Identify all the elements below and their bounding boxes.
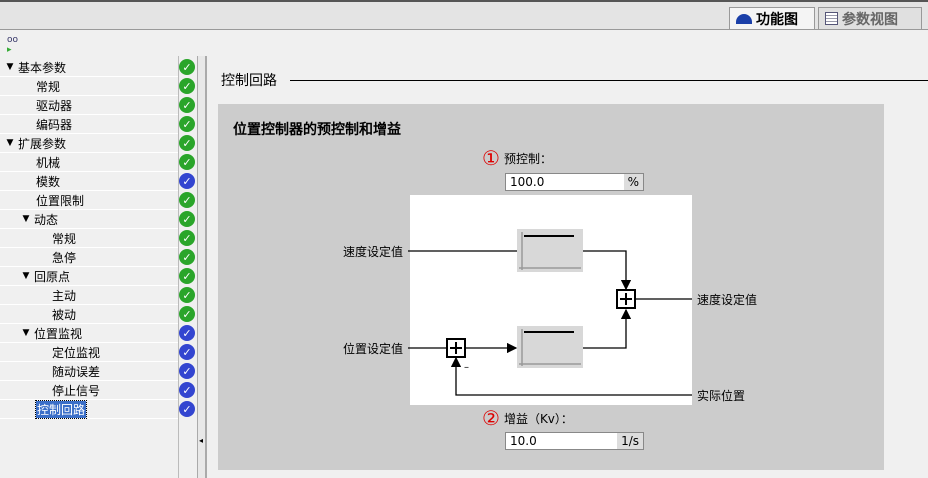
parameter-view-icon bbox=[825, 12, 838, 25]
sidebar-item[interactable]: 驱动器 bbox=[0, 96, 178, 115]
expand-arrow-icon[interactable]: ▼ bbox=[6, 62, 14, 72]
sidebar-item-label: 定位监视 bbox=[52, 345, 101, 360]
sidebar-item[interactable]: 主动 bbox=[0, 286, 178, 305]
status-column-divider bbox=[178, 56, 179, 478]
status-check-icon: ✓ bbox=[179, 116, 195, 132]
status-check-icon: ✓ bbox=[179, 154, 195, 170]
status-check-icon: ✓ bbox=[179, 325, 195, 341]
sidebar-item[interactable]: 位置限制 bbox=[0, 191, 178, 210]
sidebar-item-label: 随动误差 bbox=[52, 364, 101, 379]
sidebar-item[interactable]: 急停 bbox=[0, 248, 178, 267]
expand-arrow-icon[interactable]: ▼ bbox=[22, 214, 30, 224]
sidebar-item[interactable]: ▼ 位置监视 bbox=[0, 324, 178, 343]
sidebar-item-label: 回原点 bbox=[34, 269, 71, 284]
sidebar-item-label: 主动 bbox=[52, 288, 77, 303]
precontrol-input[interactable]: 100.0 % bbox=[505, 173, 644, 191]
tab-function-view[interactable]: 功能图 bbox=[729, 7, 815, 29]
navigation-tree: oo▸ bbox=[0, 30, 206, 478]
sidebar-item-label: 编码器 bbox=[36, 117, 73, 132]
sidebar-item-label: 位置监视 bbox=[34, 326, 83, 341]
sidebar-item[interactable]: 机械 bbox=[0, 153, 178, 172]
status-check-icon: ✓ bbox=[179, 382, 195, 398]
sidebar-item[interactable]: 随动误差 bbox=[0, 362, 178, 381]
function-view-icon bbox=[736, 13, 752, 24]
sidebar-item[interactable]: 停止信号 bbox=[0, 381, 178, 400]
controller-block bbox=[517, 326, 583, 368]
status-check-icon: ✓ bbox=[179, 59, 195, 75]
status-check-icon: ✓ bbox=[179, 97, 195, 113]
sidebar-item[interactable]: 编码器 bbox=[0, 115, 178, 134]
speed-setpoint-output-label: 速度设定值 bbox=[697, 293, 758, 307]
sidebar-item-label: 基本参数 bbox=[18, 60, 67, 75]
status-check-icon: ✓ bbox=[179, 344, 195, 360]
tab-parameter-view[interactable]: 参数视图 bbox=[818, 7, 922, 29]
browse-icon[interactable]: oo▸ bbox=[7, 35, 19, 55]
status-check-icon: ✓ bbox=[179, 135, 195, 151]
sidebar-item[interactable]: 控制回路 bbox=[0, 399, 178, 419]
precontrol-label: 预控制： bbox=[503, 151, 552, 166]
precontrol-label-group: ① 预控制： bbox=[482, 148, 552, 168]
panel-title: 位置控制器的预控制和增益 bbox=[233, 122, 401, 138]
gain-label: 增益（Kv）： bbox=[503, 411, 573, 426]
marker-2: ② bbox=[482, 406, 500, 430]
expand-arrow-icon[interactable]: ▼ bbox=[22, 328, 30, 338]
summing-junction-icon bbox=[616, 289, 636, 309]
status-check-icon: ✓ bbox=[179, 401, 195, 417]
sidebar-item-label: 动态 bbox=[34, 212, 59, 227]
status-check-icon: ✓ bbox=[179, 249, 195, 265]
precontrol-block bbox=[517, 229, 583, 272]
status-check-icon: ✓ bbox=[179, 192, 195, 208]
status-check-icon: ✓ bbox=[179, 268, 195, 284]
sidebar-item[interactable]: 常规 bbox=[0, 77, 178, 96]
comparator-junction-icon bbox=[446, 338, 466, 358]
status-check-icon: ✓ bbox=[179, 173, 195, 189]
speed-setpoint-input-label: 速度设定值 bbox=[343, 245, 404, 259]
status-check-icon: ✓ bbox=[179, 230, 195, 246]
gain-input[interactable]: 10.0 1/s bbox=[505, 432, 644, 450]
sidebar-item-label: 驱动器 bbox=[36, 98, 73, 113]
sidebar-item[interactable]: 模数 bbox=[0, 172, 178, 191]
status-check-icon: ✓ bbox=[179, 287, 195, 303]
splitter[interactable] bbox=[206, 56, 207, 478]
sidebar-item[interactable]: 常规 bbox=[0, 229, 178, 248]
sidebar-item[interactable]: ▼ 扩展参数 bbox=[0, 134, 178, 153]
minus-sign: – bbox=[464, 362, 469, 373]
sidebar-item-label: 位置限制 bbox=[36, 193, 85, 208]
sidebar-item-label: 模数 bbox=[36, 174, 61, 189]
feedback-line bbox=[450, 356, 692, 396]
sidebar-item-label: 常规 bbox=[52, 231, 77, 246]
section-title: 控制回路 bbox=[221, 73, 277, 89]
gain-label-group: ② 增益（Kv）： bbox=[482, 408, 573, 428]
sidebar-item[interactable]: ▼ 基本参数 bbox=[0, 58, 178, 77]
actual-position-label: 实际位置 bbox=[697, 389, 746, 403]
status-check-icon: ✓ bbox=[179, 363, 195, 379]
sidebar-item-label: 机械 bbox=[36, 155, 61, 170]
sidebar-item-label: 扩展参数 bbox=[18, 136, 67, 151]
sidebar-item[interactable]: 被动 bbox=[0, 305, 178, 324]
section-divider bbox=[290, 80, 928, 81]
expand-arrow-icon[interactable]: ▼ bbox=[22, 271, 30, 281]
sidebar-item-label: 常规 bbox=[36, 79, 61, 94]
sidebar-item[interactable]: ▼ 动态 bbox=[0, 210, 178, 229]
sidebar-item[interactable]: ▼ 回原点 bbox=[0, 267, 178, 286]
sidebar-item-label: 停止信号 bbox=[52, 383, 101, 398]
expand-arrow-icon[interactable]: ▼ bbox=[6, 138, 14, 148]
position-setpoint-label: 位置设定值 bbox=[343, 342, 404, 356]
marker-1: ① bbox=[482, 146, 500, 170]
sidebar-item-label: 被动 bbox=[52, 307, 77, 322]
sidebar-item[interactable]: 定位监视 bbox=[0, 343, 178, 362]
controller-output-line bbox=[583, 308, 632, 349]
sidebar-item-label: 控制回路 bbox=[34, 399, 88, 419]
status-check-icon: ✓ bbox=[179, 78, 195, 94]
sidebar-item-label: 急停 bbox=[52, 250, 77, 265]
status-check-icon: ✓ bbox=[179, 211, 195, 227]
sidebar-scrollbar[interactable]: ◂ bbox=[197, 56, 206, 478]
precontrol-output-line bbox=[583, 250, 632, 291]
status-check-icon: ✓ bbox=[179, 306, 195, 322]
